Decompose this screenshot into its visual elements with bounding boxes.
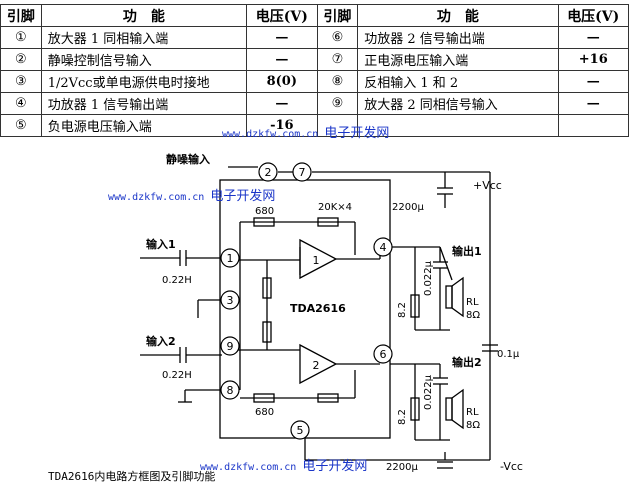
pin-6-marker — [373, 344, 393, 364]
pin-7-marker — [292, 162, 312, 182]
pin-1-marker — [220, 248, 240, 268]
watermark: www.dzkfw.com.cn 电子开发网 — [222, 122, 389, 141]
vcc-negative-label: -Vcc — [500, 460, 523, 473]
cap-01-label: 0.1μ — [497, 349, 520, 360]
pin-6-label: 6 — [380, 348, 387, 361]
input-2-label: 输入2 — [146, 334, 176, 348]
figure-caption: TDA2616内电路方框图及引脚功能 — [48, 470, 216, 483]
col-function-header: 功 能 — [357, 4, 559, 27]
speaker-1-ohm-label: 8Ω — [466, 310, 480, 321]
pin-function-table: 引脚 功 能 电压(V) 引脚 功 能 电压(V) ① 放大器 1 同相输入端 … — [0, 4, 630, 137]
speaker-2-ohm-label: 8Ω — [466, 420, 480, 431]
resistor-82-2-label: 8.2 — [397, 409, 408, 425]
cap-2200-top-label: 2200μ — [392, 202, 424, 213]
col-voltage-header: 电压(V) — [557, 4, 630, 27]
watermark-site: 电子开发网 — [324, 126, 390, 141]
pin-9-marker — [220, 336, 240, 356]
watermark-url: www.dzkfw.com.cn — [108, 192, 205, 203]
watermark-site: 电子开发网 — [210, 189, 276, 204]
pin-2-marker — [258, 162, 278, 182]
pin-7-label: 7 — [299, 166, 306, 179]
input-1-label: 输入1 — [146, 237, 176, 251]
pin-voltage: — — [246, 48, 318, 71]
watermark-url: www.dzkfw.com.cn — [200, 462, 297, 473]
watermark-url: www.dzkfw.com.cn — [222, 129, 319, 140]
vcc-positive-label: +Vcc — [473, 179, 502, 192]
table-row: ④ 功放器 1 信号输出端 — ⑨ 放大器 2 同相信号输入 — — [0, 92, 630, 115]
pin-9-label: 9 — [227, 340, 234, 353]
pin-8-label: 8 — [227, 384, 234, 397]
pin-4-marker — [373, 237, 393, 257]
table-row: ③ 1/2Vcc或单电源供电时接地 8(0) ⑧ 反相输入 1 和 2 — — [0, 70, 630, 93]
speaker-1-rl-label: RL — [466, 297, 479, 308]
pin-1-label: 1 — [227, 252, 234, 265]
pin-function: 负电源电压输入端 — [40, 114, 248, 137]
table-row: ⑤ 负电源电压输入端 -16 — [0, 114, 630, 137]
pin-3-label: 3 — [227, 294, 234, 307]
pin-2-label: 2 — [265, 166, 272, 179]
table-header-row: 引脚 功 能 电压(V) 引脚 功 能 电压(V) — [0, 4, 630, 27]
cap-0022-2-label: 0.022μ — [423, 374, 434, 410]
cap-in2-label: 0.22H — [162, 370, 192, 381]
pin-function: 放大器 2 同相信号输入 — [357, 92, 559, 115]
col-pin-header: 引脚 — [0, 4, 42, 27]
pin-function: 静噪控制信号输入 — [40, 48, 248, 71]
output-2-label: 输出2 — [452, 355, 482, 369]
amplifier-1-label: 1 — [313, 254, 320, 267]
cap-2200-bottom-label: 2200μ — [386, 462, 418, 473]
pin-3-marker — [220, 290, 240, 310]
mute-input-label: 静噪输入 — [166, 152, 210, 166]
feedback-resistor-label: 20K×4 — [318, 202, 352, 213]
pin-5-label: 5 — [297, 424, 304, 437]
cap-in1-label: 0.22H — [162, 275, 192, 286]
amplifier-1-symbol — [299, 238, 338, 280]
watermark-site: 电子开发网 — [302, 459, 368, 474]
amplifier-2-symbol — [299, 343, 338, 385]
watermark: www.dzkfw.com.cn 电子开发网 — [200, 455, 367, 474]
resistor-82-1-label: 8.2 — [397, 302, 408, 318]
cap-0022-1-label: 0.022μ — [423, 260, 434, 296]
pin-voltage: -16 — [246, 114, 318, 137]
chip-label: TDA2616 — [290, 302, 346, 315]
speaker-2-rl-label: RL — [466, 407, 479, 418]
resistor-680-top-label: 680 — [255, 206, 274, 217]
output-1-label: 输出1 — [452, 244, 482, 258]
resistor-680-bottom-label: 680 — [255, 407, 274, 418]
pin-5-marker — [290, 420, 310, 440]
pin-voltage: +16 — [557, 48, 630, 71]
amplifier-2-label: 2 — [313, 359, 320, 372]
pin-4-label: 4 — [380, 241, 387, 254]
pin-voltage — [557, 114, 630, 137]
pin-8-marker — [220, 380, 240, 400]
watermark: www.dzkfw.com.cn 电子开发网 — [108, 185, 275, 204]
